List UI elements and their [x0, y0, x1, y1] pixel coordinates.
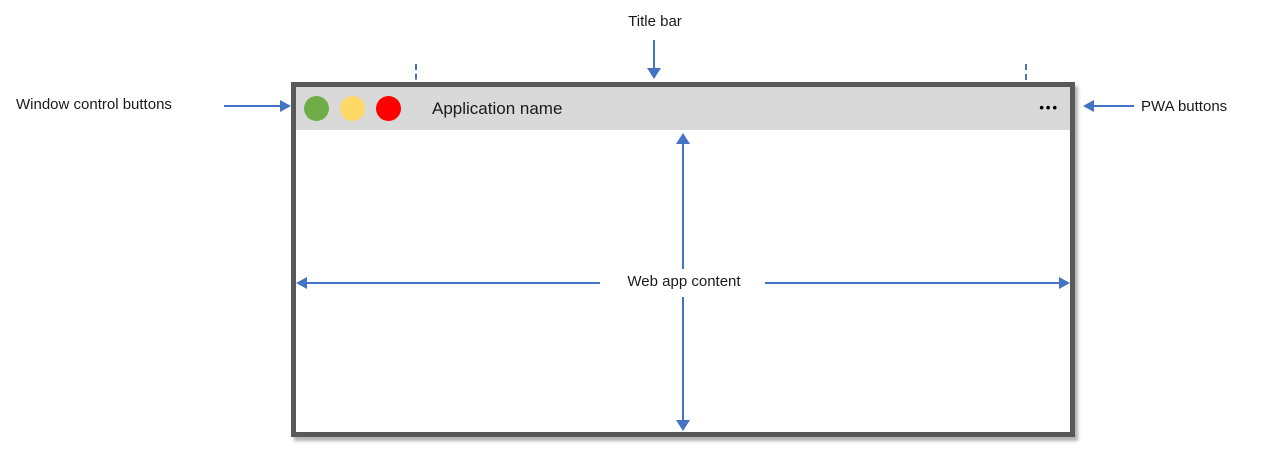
content-arrow-line-bottom: [682, 297, 684, 421]
content-arrow-right-icon: [1059, 277, 1070, 289]
title-bar-label: Title bar: [628, 13, 682, 30]
content-arrow-line-top: [682, 143, 684, 269]
window-control-yellow-button[interactable]: [340, 96, 365, 121]
web-app-content-label: Web app content: [603, 273, 765, 290]
content-arrow-line-left: [307, 282, 600, 284]
window-controls-arrow-right-icon: [280, 100, 291, 112]
pwa-buttons-arrow-left-icon: [1083, 100, 1094, 112]
window-control-red-button[interactable]: [376, 96, 401, 121]
title-bar-arrow-down-icon: [647, 68, 661, 79]
pwa-buttons-arrow-line: [1094, 105, 1134, 107]
ellipsis-menu-icon[interactable]: •••: [1039, 100, 1059, 115]
pwa-buttons-label: PWA buttons: [1141, 98, 1228, 115]
application-name: Application name: [432, 99, 563, 118]
window-controls-arrow-line: [224, 105, 281, 107]
title-bar-arrow-line: [653, 40, 655, 69]
window-controls-label: Window control buttons: [16, 96, 172, 113]
content-arrow-line-right: [765, 282, 1059, 284]
content-arrow-up-icon: [676, 133, 690, 144]
content-arrow-down-icon: [676, 420, 690, 431]
title-bar: Application name •••: [296, 87, 1070, 130]
content-arrow-left-icon: [296, 277, 307, 289]
window-control-green-button[interactable]: [304, 96, 329, 121]
